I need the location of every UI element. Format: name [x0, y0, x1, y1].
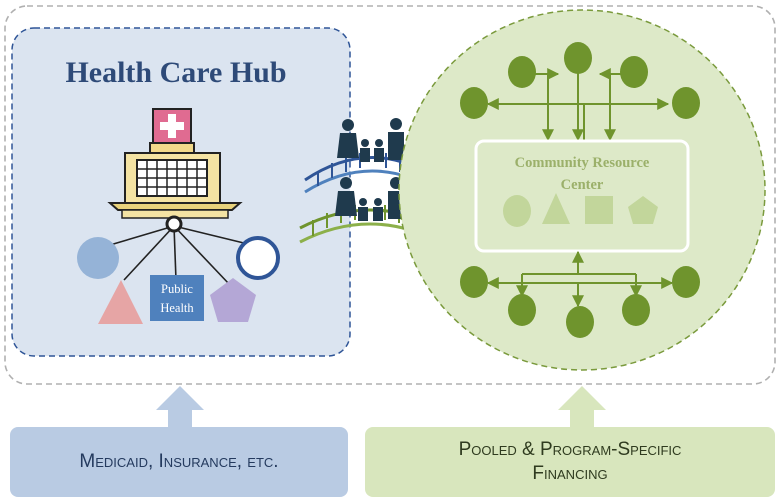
purple-pentagon-shape [210, 278, 256, 322]
community-node [564, 42, 592, 74]
community-node [622, 294, 650, 326]
family-icon-upper [337, 118, 404, 162]
community-node [508, 294, 536, 326]
crc-square-shape [585, 196, 613, 224]
pink-triangle-shape [98, 280, 143, 324]
community-node [620, 56, 648, 88]
crc-label-line1: Community Resource [515, 155, 650, 171]
community-node [566, 306, 594, 338]
community-node [672, 87, 700, 119]
medicaid-insurance-box: Medicaid, Insurance, etc. [10, 427, 348, 497]
community-node [460, 266, 488, 298]
crc-triangle-shape [542, 193, 570, 224]
hub-connector-lines [109, 225, 253, 286]
left-funding-arrow [156, 386, 204, 428]
lower-network-lines [486, 250, 674, 308]
hub-center-node [165, 215, 183, 233]
left-funding-label: Medicaid, Insurance, etc. [79, 451, 279, 472]
public-health-box [150, 275, 204, 321]
public-health-label-line1: Public [161, 282, 193, 296]
blue-circle-shape [77, 237, 119, 279]
family-icon-lower [335, 177, 404, 221]
crc-pentagon-shape [628, 196, 658, 224]
right-funding-label-line2: Financing [532, 463, 608, 484]
hub-title: Health Care Hub [65, 56, 286, 89]
crc-label-line2: Center [561, 177, 604, 193]
pooled-financing-box: Pooled & Program-Specific Financing [365, 427, 775, 497]
community-node [672, 266, 700, 298]
outer-frame [4, 5, 776, 385]
upper-network-lines [486, 68, 670, 142]
hospital-icon [107, 108, 243, 219]
public-health-label-line2: Health [160, 301, 194, 315]
crc-circle-shape [503, 195, 531, 227]
right-funding-arrow [558, 386, 606, 428]
community-node [508, 56, 536, 88]
community-node [460, 87, 488, 119]
white-circle-shape [236, 236, 280, 280]
right-funding-label-line1: Pooled & Program-Specific [458, 439, 682, 460]
